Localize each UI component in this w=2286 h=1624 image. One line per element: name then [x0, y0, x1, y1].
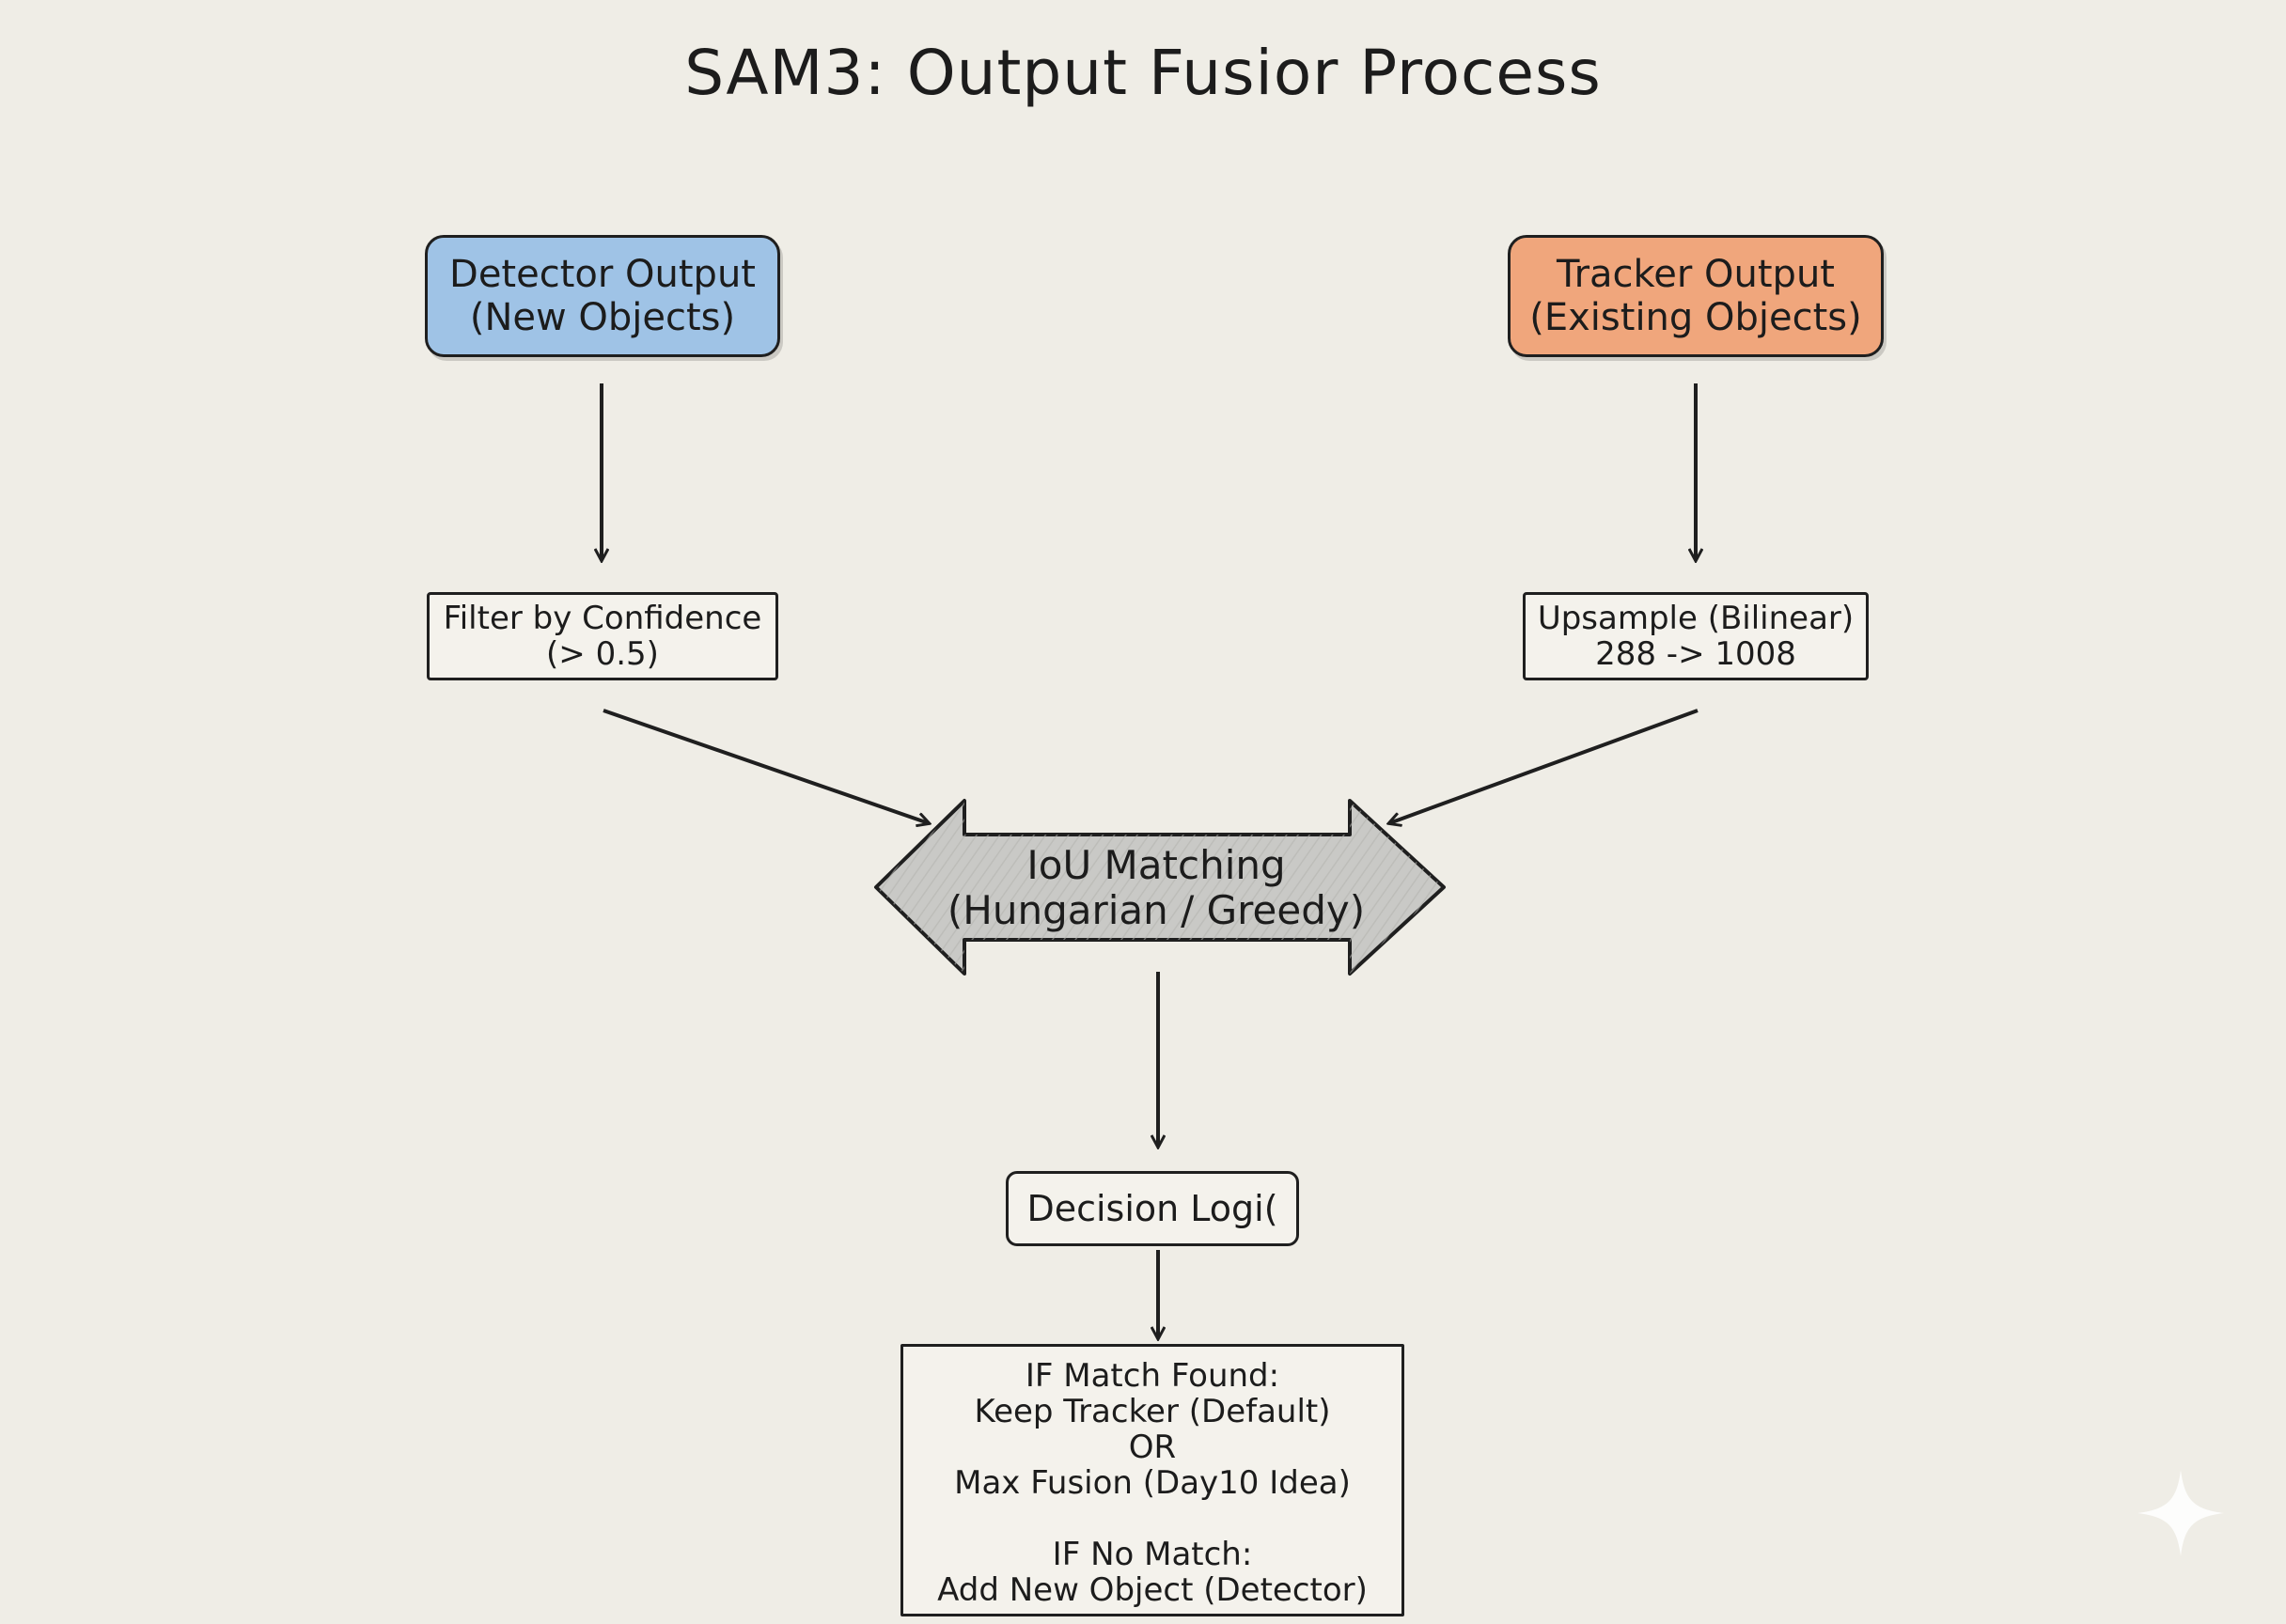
matching-hatch-overlay: [876, 801, 1444, 974]
decision-logic-node: Decision Logi(: [1006, 1171, 1299, 1246]
upsample-line2: 288 -> 1008: [1595, 635, 1796, 673]
iou-matching-line2: (Hungarian / Greedy): [947, 887, 1366, 933]
detector-output-node: Detector Output (New Objects): [425, 235, 780, 357]
upsample-line1: Upsample (Bilinear): [1537, 600, 1855, 637]
result-line1: IF Match Found:: [1025, 1357, 1280, 1395]
result-line5: IF No Match:: [1052, 1536, 1253, 1573]
iou-matching-node: IoU Matching (Hungarian / Greedy): [902, 836, 1410, 940]
iou-matching-line1: IoU Matching: [1026, 842, 1286, 888]
decision-result-node: IF Match Found: Keep Tracker (Default) O…: [900, 1344, 1404, 1616]
diagram-title: SAM3: Output Fusior Process: [684, 37, 1602, 109]
detector-output-line1: Detector Output: [449, 253, 756, 296]
tracker-output-line1: Tracker Output: [1557, 253, 1835, 296]
result-line3: OR: [1128, 1429, 1177, 1466]
upsample-node: Upsample (Bilinear) 288 -> 1008: [1523, 592, 1869, 680]
detector-output-line2: (New Objects): [469, 296, 736, 339]
filter-line1: Filter by Confidence: [443, 600, 762, 637]
tracker-output-line2: (Existing Objects): [1529, 296, 1862, 339]
decision-logic-label: Decision Logi(: [1026, 1188, 1278, 1229]
filter-line2: (> 0.5): [546, 635, 659, 673]
result-line6: Add New Object (Detector): [937, 1571, 1368, 1609]
filter-confidence-node: Filter by Confidence (> 0.5): [427, 592, 778, 680]
result-line2: Keep Tracker (Default): [974, 1393, 1331, 1430]
tracker-output-node: Tracker Output (Existing Objects): [1508, 235, 1884, 357]
result-line4: Max Fusion (Day10 Idea): [954, 1464, 1351, 1502]
arrow-filter-to-matching: [603, 709, 929, 823]
sparkle-icon: [2137, 1470, 2224, 1556]
arrow-upsample-to-matching: [1389, 709, 1699, 823]
